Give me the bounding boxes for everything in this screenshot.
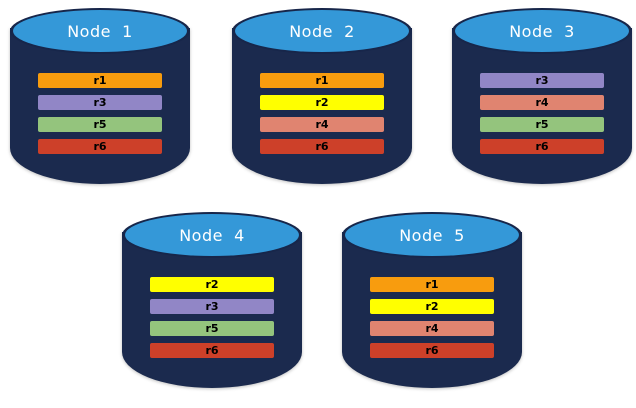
replica-bar-r2[interactable]: r2: [260, 95, 384, 110]
replica-bar-r5[interactable]: r5: [38, 117, 162, 132]
replica-stack: r3 r4 r5 r6: [480, 73, 604, 154]
replica-bar-r6[interactable]: r6: [38, 139, 162, 154]
cylinder-top-disc: [235, 10, 409, 52]
replica-bar-r4[interactable]: r4: [370, 321, 494, 336]
cylinder-top-disc: [13, 10, 187, 52]
replica-bar-r6[interactable]: r6: [480, 139, 604, 154]
replica-stack: r1 r2 r4 r6: [370, 277, 494, 358]
cylinder-top-disc: [345, 214, 519, 256]
replica-stack: r1 r2 r4 r6: [260, 73, 384, 154]
replica-bar-r1[interactable]: r1: [260, 73, 384, 88]
replica-bar-r6[interactable]: r6: [150, 343, 274, 358]
replica-stack: r1 r3 r5 r6: [38, 73, 162, 154]
replica-bar-r3[interactable]: r3: [150, 299, 274, 314]
replica-bar-r1[interactable]: r1: [38, 73, 162, 88]
replica-bar-r6[interactable]: r6: [260, 139, 384, 154]
replica-bar-r5[interactable]: r5: [480, 117, 604, 132]
cylinder-top-disc: [125, 214, 299, 256]
cylinder-top-disc: [455, 10, 629, 52]
replica-bar-r2[interactable]: r2: [150, 277, 274, 292]
replica-bar-r4[interactable]: r4: [480, 95, 604, 110]
replica-bar-r3[interactable]: r3: [38, 95, 162, 110]
replica-stack: r2 r3 r5 r6: [150, 277, 274, 358]
replica-bar-r1[interactable]: r1: [370, 277, 494, 292]
replica-bar-r5[interactable]: r5: [150, 321, 274, 336]
replica-bar-r6[interactable]: r6: [370, 343, 494, 358]
replica-bar-r3[interactable]: r3: [480, 73, 604, 88]
replica-bar-r4[interactable]: r4: [260, 117, 384, 132]
replica-bar-r2[interactable]: r2: [370, 299, 494, 314]
